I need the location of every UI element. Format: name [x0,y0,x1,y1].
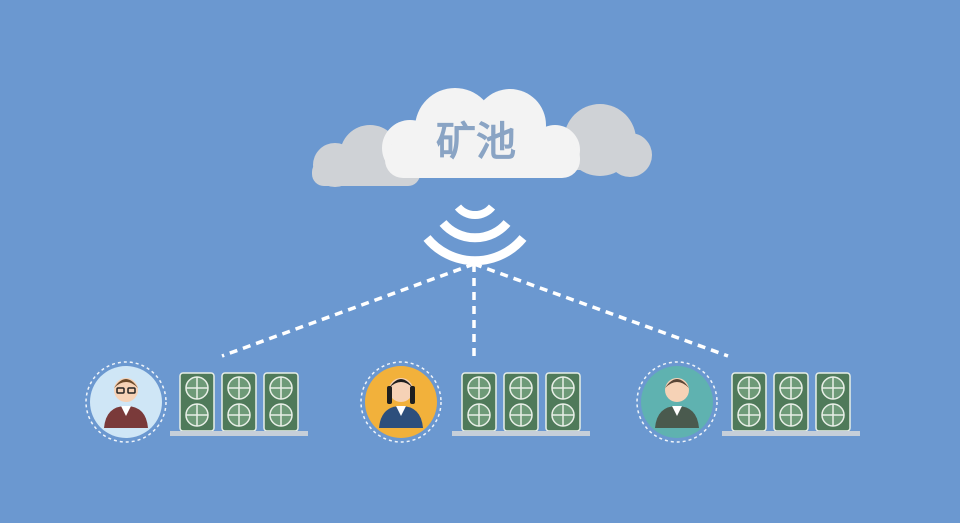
miners-layer [85,361,860,443]
connection-left [221,262,475,358]
shelf [722,431,860,436]
mining-rig-icon [503,372,539,432]
cloud-label: 矿池 [436,119,516,165]
avatar-ring [85,361,167,443]
fan-icon [227,376,251,400]
mining-rigs [731,372,851,432]
person-hair [665,379,689,388]
mining-rig-icon [461,372,497,432]
avatar-ring [360,361,442,443]
shelf [452,431,590,436]
fan-icon [551,376,575,400]
avatar [636,361,718,443]
person-hair [389,379,413,388]
mining-rigs [461,372,581,432]
person-collar [396,406,406,416]
fan-icon [269,403,293,427]
glasses-icon [116,387,125,394]
avatar [360,361,442,443]
main-cloud [382,88,580,178]
person-hair [114,379,138,388]
person-body [379,406,423,428]
person-head [114,378,138,402]
mining-rig-icon [545,372,581,432]
mining-rig-icon [263,372,299,432]
avatar-ring [636,361,718,443]
fan-icon [467,376,491,400]
fan-icon [779,376,803,400]
fan-icon [821,403,845,427]
signal-icon [423,204,527,266]
fan-icon [551,403,575,427]
glasses-icon [127,387,136,394]
mining-rig-icon [815,372,851,432]
connection-right [473,262,729,358]
avatar [85,361,167,443]
mining-rig-icon [221,372,257,432]
fan-icon [509,376,533,400]
fan-icon [779,403,803,427]
mining-rig-icon [179,372,215,432]
miner-right [636,361,860,443]
mining-rig-icon [773,372,809,432]
cloud-icon: 矿池 [312,88,652,187]
fan-icon [821,376,845,400]
person-hair-side [410,386,415,404]
person-head [389,378,413,402]
miner-center [360,361,590,443]
fan-icon [227,403,251,427]
mining-rigs [179,372,299,432]
connection-lines [221,262,729,362]
person-collar [121,406,131,416]
miner-left [85,361,308,443]
person-collar [672,406,682,416]
person-hair-side [387,386,392,404]
fan-icon [737,376,761,400]
fan-icon [269,376,293,400]
mining-rig-icon [731,372,767,432]
fan-icon [467,403,491,427]
person-body [655,406,699,428]
fan-icon [737,403,761,427]
person-body [104,406,148,428]
person-head [665,378,689,402]
fan-icon [185,376,209,400]
fan-icon [509,403,533,427]
fan-icon [185,403,209,427]
shelf [170,431,308,436]
